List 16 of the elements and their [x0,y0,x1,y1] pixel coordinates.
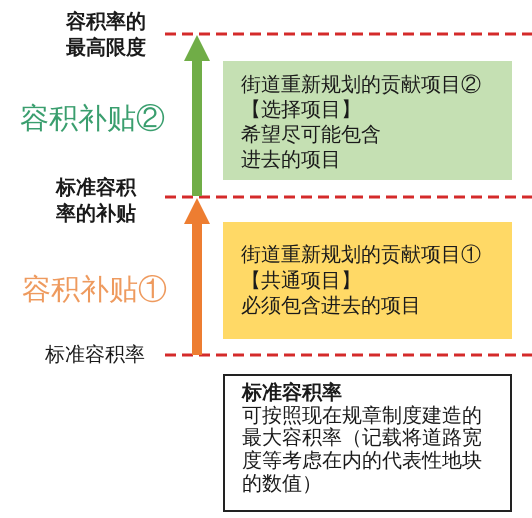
description-text: 希望尽可能包含进去的项目 [241,123,382,173]
level-label: 标准容积率 [45,343,145,368]
note-box [223,374,512,512]
info-panel [223,61,512,180]
heading: 标准容积率 [242,382,342,405]
heading: 街道重新规划的贡献项目① [241,243,481,268]
level-label: 容积率的最高限度 [66,10,147,61]
bonus-label: 容积补贴② [20,102,165,137]
category-label: 【选择项目】 [241,98,361,123]
description-text: 必须包含进去的项目 [241,294,421,319]
level-label: 标准容积率的补贴 [56,176,138,227]
category-label: 【共通项目】 [241,268,361,294]
heading: 街道重新规划的贡献项目② [241,73,481,98]
info-panel [223,222,512,339]
bonus-label: 容积补贴① [22,273,167,308]
description-text: 可按照现在规章制度建造的最大容积率（记载将道路宽度等考虑在内的代表性地块的数值） [242,404,483,496]
